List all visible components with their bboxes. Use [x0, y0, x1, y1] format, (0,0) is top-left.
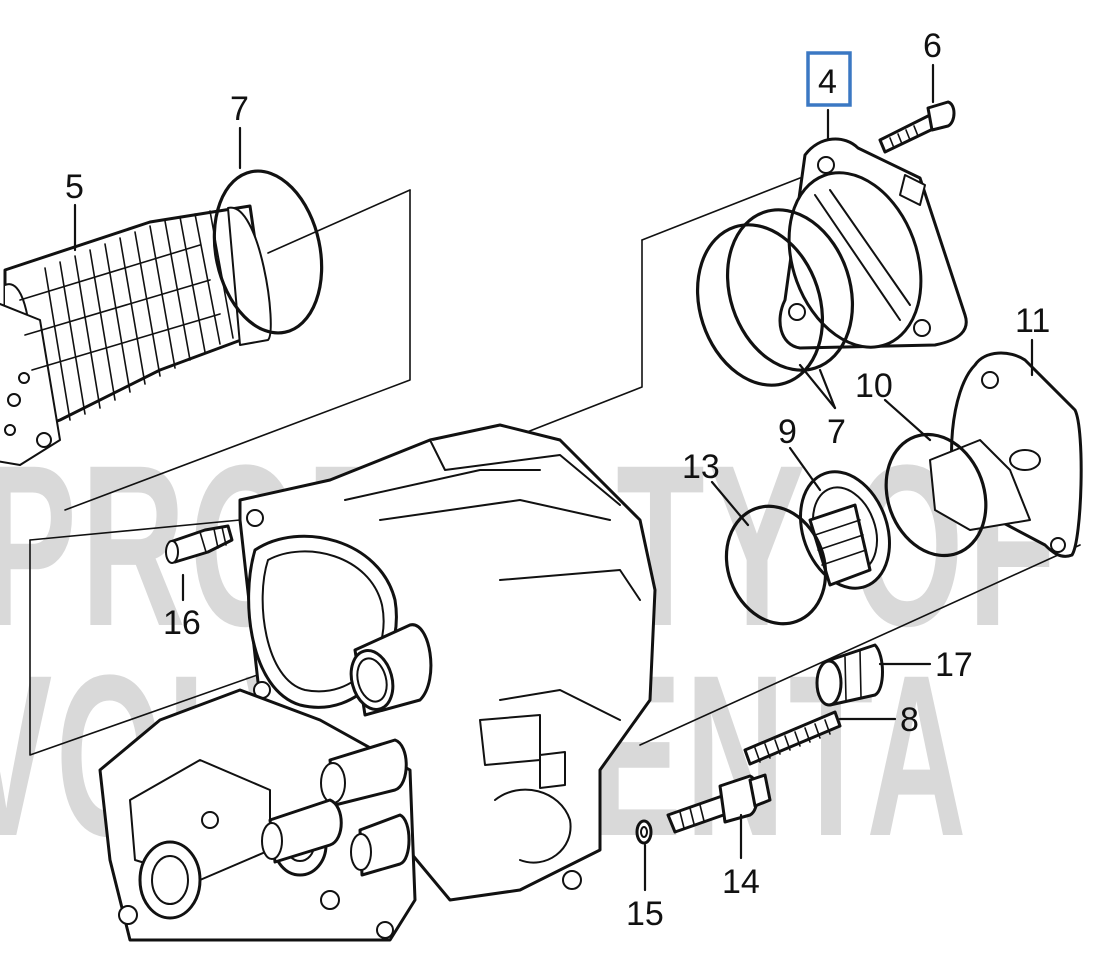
highlight-box [806, 51, 852, 107]
callout-7-cover: 7 [827, 413, 846, 451]
sealing-ring-thermostat [724, 504, 828, 626]
o-ring-cooler [212, 169, 324, 335]
callout-17: 17 [935, 646, 973, 684]
callout-8: 8 [900, 701, 919, 739]
callout-9: 9 [778, 413, 797, 451]
callout-14: 14 [722, 863, 760, 901]
o-rings-cover [695, 208, 855, 387]
callout-16: 16 [163, 604, 201, 642]
cover-bolt [878, 100, 956, 154]
drain-plug [815, 643, 884, 707]
thermostat-cover [778, 137, 968, 350]
cooler-fins [19, 210, 234, 421]
callout-4: 4 [818, 63, 837, 101]
callout-5: 5 [65, 168, 84, 206]
temperature-sender [666, 773, 772, 834]
oil-cooler-core [0, 204, 272, 466]
stud [743, 710, 842, 766]
callout-15: 15 [626, 895, 664, 933]
o-ring-elbow [884, 432, 988, 558]
callout-13: 13 [682, 448, 720, 486]
callout-11: 11 [1015, 302, 1050, 340]
lower-block [98, 688, 417, 942]
callout-6: 6 [923, 27, 942, 65]
outlet-elbow [929, 351, 1083, 558]
washer [635, 819, 653, 845]
nipple-fitting [165, 524, 234, 564]
callout-10: 10 [855, 367, 893, 405]
leader-lines [73, 63, 1034, 892]
callout-labels: 4 5 6 7 7 8 9 10 11 13 14 15 16 17 [65, 27, 1050, 933]
callout-7-cooler: 7 [230, 90, 249, 128]
